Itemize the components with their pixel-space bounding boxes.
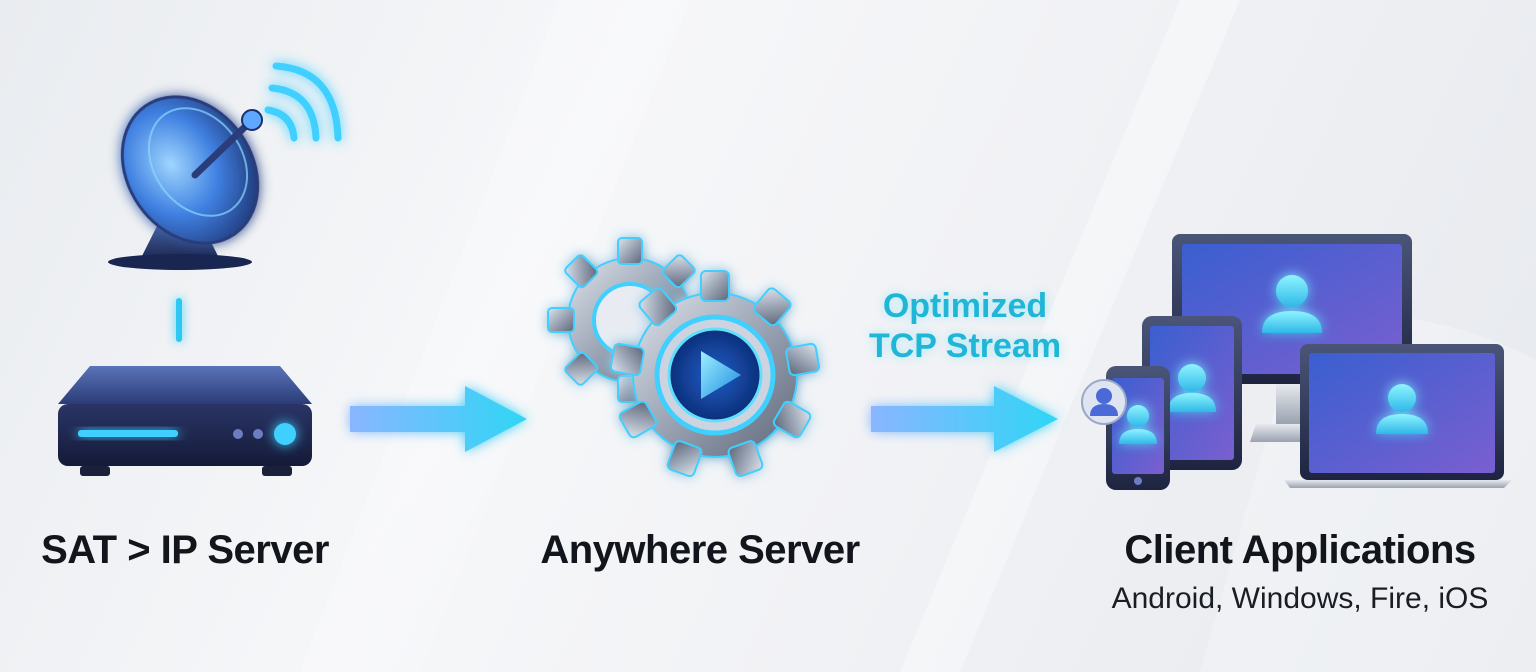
satellite-dish-icon — [108, 62, 342, 270]
anywhere-server-node — [540, 230, 840, 490]
arrow-1-icon — [350, 386, 527, 452]
arrow-2-icon — [871, 386, 1058, 452]
set-top-box-icon — [58, 366, 312, 476]
gears-icon — [547, 237, 821, 478]
client-applications-label: Client Applications — [1124, 528, 1476, 572]
stream-label-line1: Optimized — [882, 287, 1048, 325]
anywhere-server-label: Anywhere Server — [540, 528, 860, 572]
user-icon — [1081, 379, 1127, 425]
client-applications-platforms: Android, Windows, Fire, iOS — [1111, 582, 1489, 615]
optimized-tcp-stream-label: Optimized TCP Stream — [850, 286, 1080, 366]
sat-ip-server-node — [40, 50, 342, 490]
client-applications-node — [1076, 230, 1516, 495]
stream-label-line2: TCP Stream — [868, 327, 1062, 365]
laptop-icon — [1284, 344, 1512, 488]
dish-connector-line — [176, 298, 182, 342]
sat-ip-server-label: SAT > IP Server — [41, 528, 329, 572]
